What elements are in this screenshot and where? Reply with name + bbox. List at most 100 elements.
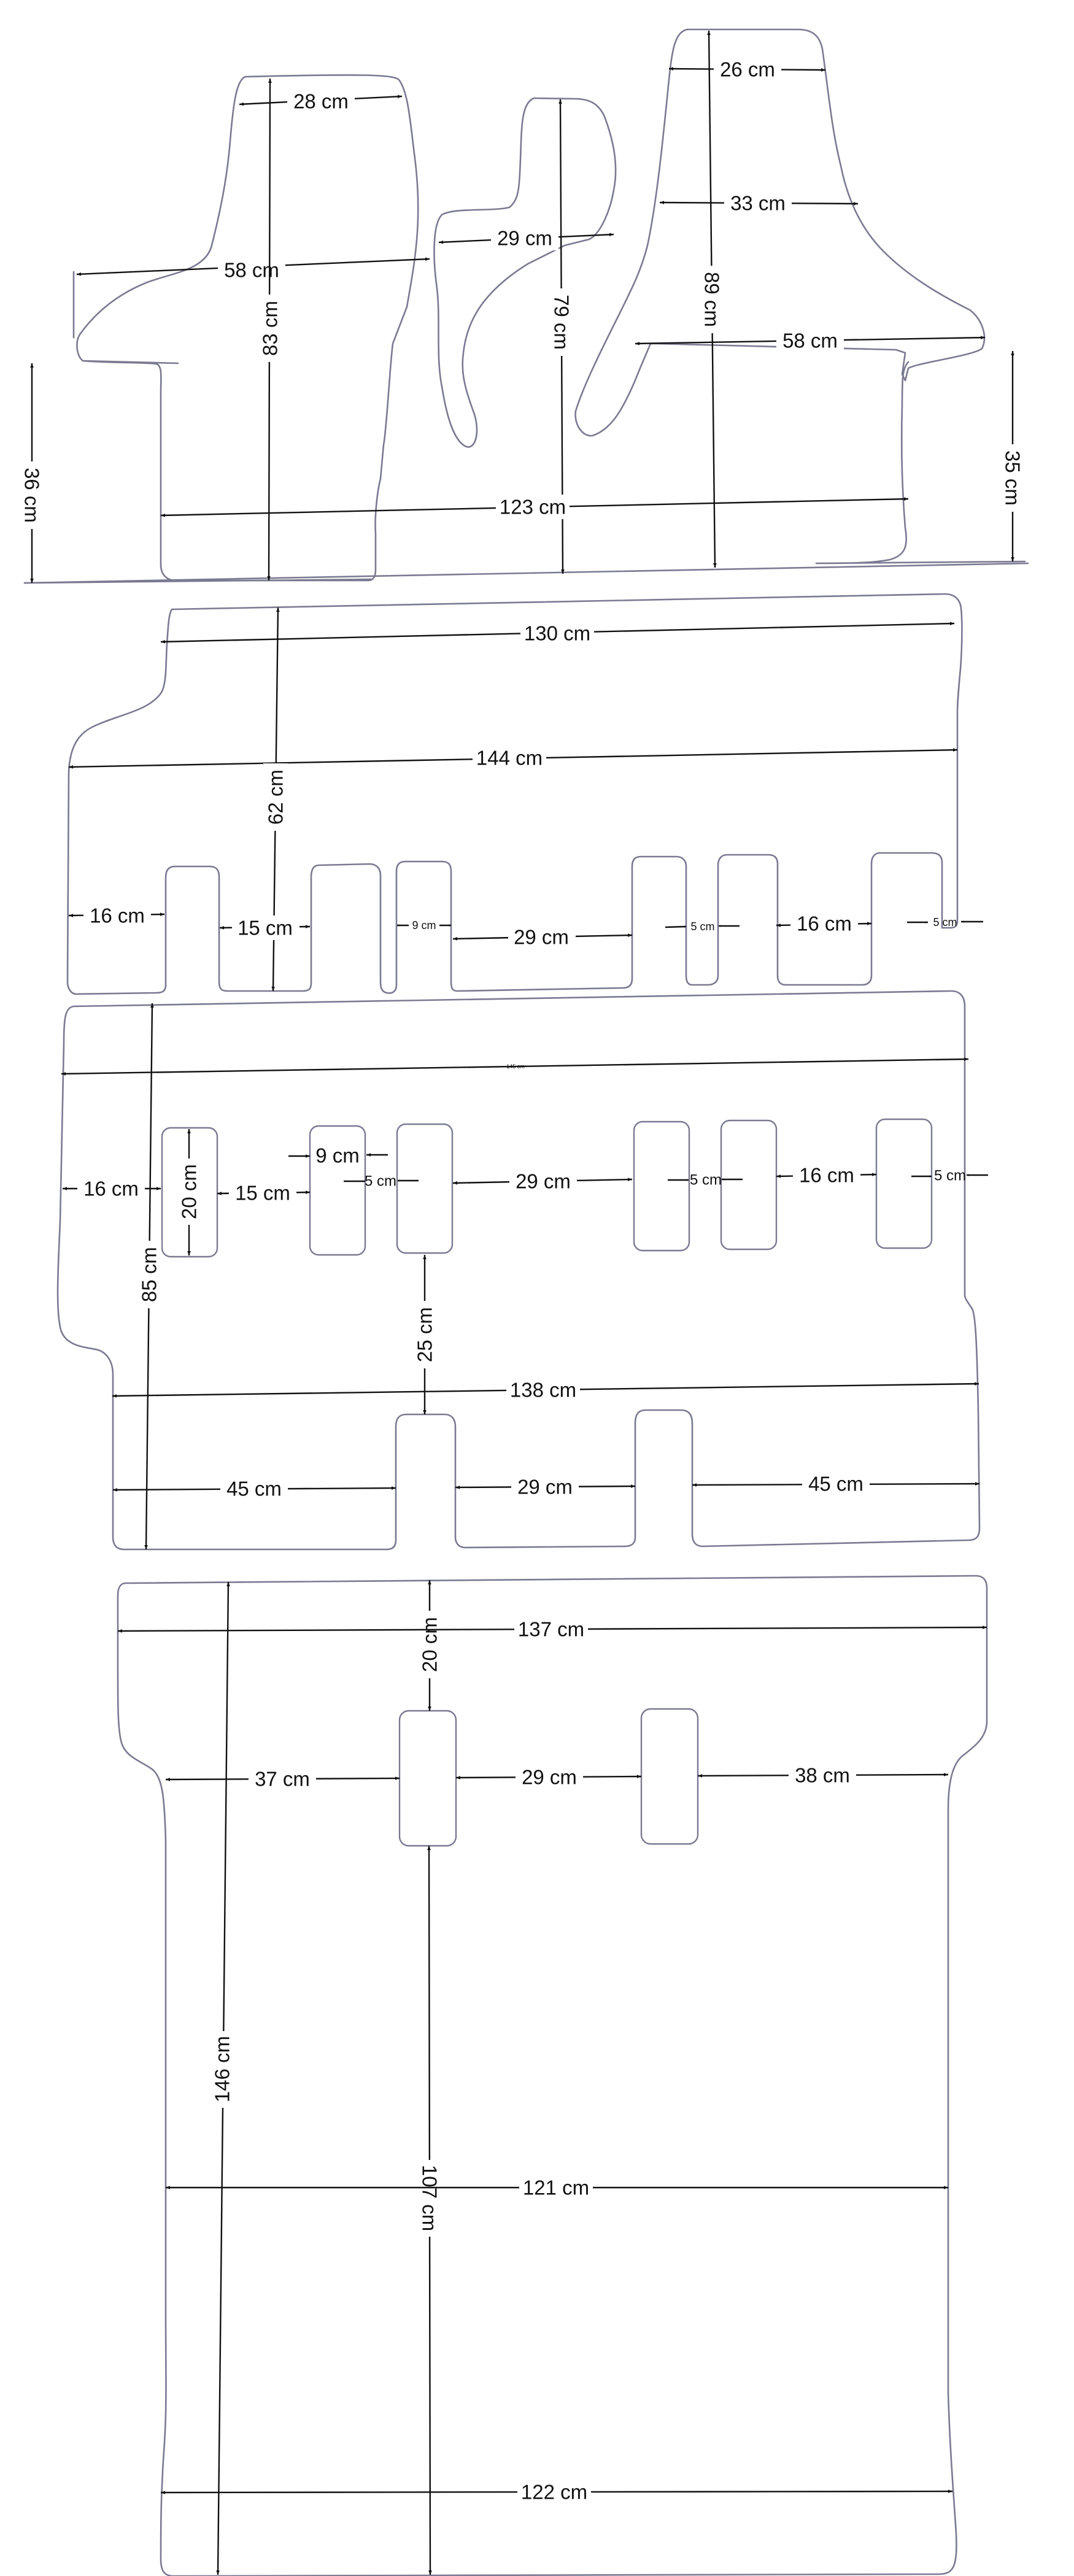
trunk-mat-outline	[117, 1575, 988, 2576]
dimension-20cm: 20 cm	[178, 1129, 201, 1255]
dimension-15cm-r2: 15 cm	[219, 916, 311, 940]
dim-label-58cm-right: 58 cm	[782, 330, 838, 352]
dim-label-16cm-r2: 16 cm	[90, 904, 145, 927]
dim-label-62cm: 62 cm	[265, 769, 287, 825]
dimension-29cm-r3: 29 cm	[452, 1169, 633, 1194]
dimension-83cm: 83 cm	[258, 78, 282, 581]
dimension-123cm: 123 cm	[160, 495, 909, 519]
left-front-mat-base-outline	[23, 360, 373, 584]
dimension-146cm: 146 cm	[210, 1581, 234, 2575]
dim-label-16cm-r3: 16 cm	[83, 1178, 139, 1200]
dim-label-79cm: 79 cm	[551, 295, 573, 350]
center-front-mat-outline	[433, 97, 617, 448]
dimension-5cm-r3-a: 5 cm	[344, 1173, 419, 1190]
dimension-45cm-right: 45 cm	[692, 1471, 980, 1496]
dim-label-146cm: 146 cm	[211, 2036, 234, 2102]
dimension-107cm: 107 cm	[417, 1845, 442, 2575]
dimension-36cm: 36 cm	[20, 363, 44, 583]
third-row-hole-5	[720, 1119, 778, 1251]
dim-label-144cm: 144 cm	[476, 747, 543, 769]
dim-label-29cm-trunk: 29 cm	[522, 1766, 577, 1789]
dim-label-89cm: 89 cm	[701, 272, 724, 327]
dimension-16cm-r2-right: 16 cm	[776, 911, 872, 936]
dim-label-29cm-center: 29 cm	[497, 227, 552, 250]
dim-label-121cm: 121 cm	[523, 2177, 589, 2199]
dim-label-138cm: 138 cm	[510, 1379, 576, 1402]
dimension-145cm: 145 cm	[61, 1057, 969, 1076]
dim-label-5cm-r3-b: 5 cm	[690, 1172, 722, 1189]
dimension-5cm-r2-a: 5 cm	[665, 920, 740, 933]
dimension-122cm: 122 cm	[160, 2480, 953, 2504]
dim-label-5cm-r3-c: 5 cm	[934, 1168, 966, 1184]
third-row-mat-outline	[56, 990, 981, 1551]
second-row-mat: 130 cm 144 cm 62 cm 16 cm 15 cm 9 cm	[66, 593, 983, 995]
third-row-hole-3	[396, 1123, 454, 1254]
dimension-16cm-r3-right: 16 cm	[776, 1163, 877, 1187]
dim-label-130cm: 130 cm	[524, 622, 590, 645]
dim-label-28cm: 28 cm	[293, 90, 349, 113]
dim-label-29cm-r3: 29 cm	[516, 1170, 571, 1193]
third-row-hole-6	[875, 1118, 933, 1249]
dimension-26cm: 26 cm	[668, 57, 826, 82]
dimension-29cm-r2: 29 cm	[452, 925, 633, 949]
dimension-5cm-r3-b: 5 cm	[668, 1172, 743, 1189]
second-row-mat-outline	[66, 593, 963, 995]
dim-label-122cm: 122 cm	[521, 2481, 587, 2504]
dim-label-15cm-r2: 15 cm	[238, 917, 293, 939]
dim-label-145cm: 145 cm	[506, 1063, 525, 1070]
trunk-hole-right	[640, 1708, 699, 1845]
dimension-33cm: 33 cm	[659, 191, 859, 215]
dim-label-37cm: 37 cm	[255, 1768, 310, 1791]
dimension-85cm: 85 cm	[137, 1003, 161, 1550]
right-front-mat-base-outline	[815, 361, 1026, 565]
dim-label-137cm: 137 cm	[518, 1618, 584, 1641]
dimension-25cm: 25 cm	[412, 1255, 437, 1414]
third-row-mat: 145 cm 16 cm 20 cm 15 cm 9 cm 5 cm	[56, 990, 988, 1551]
dim-label-20cm-trunk: 20 cm	[419, 1617, 441, 1672]
dim-label-45cm-right: 45 cm	[808, 1473, 863, 1495]
dim-label-45cm-left: 45 cm	[226, 1478, 282, 1500]
dim-label-25cm: 25 cm	[414, 1307, 436, 1362]
dimension-9cm-r2: 9 cm	[397, 919, 451, 931]
trunk-mat: 20 cm 137 cm 37 cm 29 cm 38 cm 146 cm	[117, 1575, 988, 2576]
right-front-mat-outline	[574, 28, 986, 437]
trunk-hole-left	[398, 1710, 457, 1847]
dim-label-26cm: 26 cm	[720, 58, 775, 81]
dim-label-29cm-r3-bottom: 29 cm	[517, 1476, 573, 1498]
dimension-121cm: 121 cm	[166, 2175, 948, 2200]
dimension-58cm-left: 58 cm	[76, 257, 430, 282]
dimension-35cm: 35 cm	[1000, 351, 1025, 561]
dim-label-20cm-r3: 20 cm	[178, 1164, 201, 1219]
dimension-29cm-center: 29 cm	[438, 226, 614, 250]
dimension-28cm: 28 cm	[239, 89, 403, 114]
front-mats-baseline	[23, 562, 1029, 584]
dimension-16cm-r2-left: 16 cm	[68, 903, 165, 928]
dimension-58cm-right: 58 cm	[635, 328, 986, 353]
dimension-144cm: 144 cm	[68, 746, 958, 770]
dim-label-16cm-r3-right: 16 cm	[799, 1164, 854, 1187]
dimension-16cm-r3-left: 16 cm	[63, 1176, 161, 1201]
dim-label-35cm: 35 cm	[1002, 450, 1024, 506]
dimension-89cm: 89 cm	[700, 30, 724, 568]
dim-label-83cm: 83 cm	[259, 301, 282, 356]
dim-label-5cm-r2-b: 5 cm	[933, 916, 957, 928]
dimension-15cm-r3: 15 cm	[217, 1181, 311, 1205]
dim-label-16cm-r2-right: 16 cm	[797, 912, 852, 935]
dim-label-38cm: 38 cm	[795, 1764, 850, 1787]
dimension-45cm-left: 45 cm	[112, 1476, 396, 1501]
dimension-138cm: 138 cm	[112, 1378, 979, 1402]
dimension-37cm: 37 cm	[165, 1767, 400, 1791]
dim-label-15cm-r3: 15 cm	[235, 1182, 290, 1205]
dim-label-9cm-r2: 9 cm	[412, 919, 436, 931]
dim-label-5cm-r2-a: 5 cm	[690, 920, 714, 933]
dim-label-5cm-r3-a: 5 cm	[365, 1173, 396, 1190]
dimension-130cm: 130 cm	[160, 621, 955, 646]
dim-label-58cm-left: 58 cm	[224, 259, 279, 282]
dimension-137cm: 137 cm	[117, 1617, 987, 1641]
dim-label-36cm: 36 cm	[21, 468, 44, 523]
third-row-hole-2	[309, 1125, 366, 1256]
dimension-20cm-trunk: 20 cm	[417, 1580, 442, 1711]
dim-label-85cm: 85 cm	[138, 1247, 161, 1302]
dim-label-9cm-r3: 9 cm	[315, 1144, 360, 1167]
